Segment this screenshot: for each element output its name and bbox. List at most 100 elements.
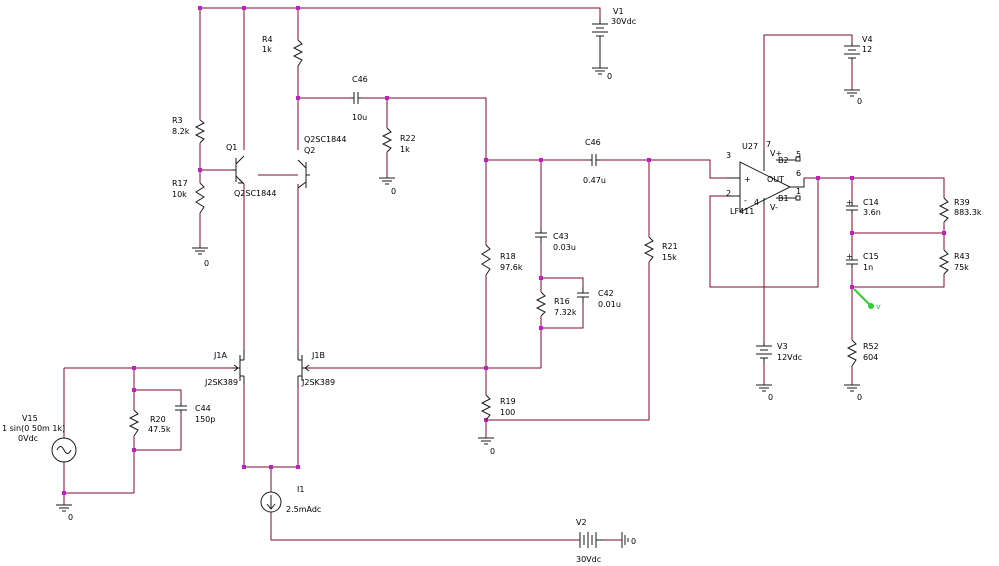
svg-text:R21: R21	[662, 242, 678, 251]
svg-text:7.32k: 7.32k	[554, 308, 577, 317]
gnd-r22: 0	[379, 177, 396, 196]
c46-top-capacitor[interactable]: C46 10u	[350, 75, 368, 122]
svg-text:U27: U27	[742, 142, 758, 151]
svg-text:C43: C43	[553, 232, 569, 241]
svg-text:2.5mAdc: 2.5mAdc	[286, 505, 321, 514]
svg-text:Q2SC1844: Q2SC1844	[304, 135, 346, 144]
i1-current-source[interactable]: I1 2.5mAdc	[260, 485, 321, 514]
r39-resistor[interactable]: R39 883.3k	[938, 197, 982, 223]
svg-text:+: +	[846, 252, 853, 261]
v15-sine-source[interactable]: V15 1 sin(0 50m 1k) 0Vdc	[2, 414, 77, 463]
gnd-v1: 0	[592, 58, 612, 81]
c14-capacitor[interactable]: + C14 3.6n	[846, 198, 881, 217]
svg-text:4: 4	[754, 198, 759, 207]
svg-text:R19: R19	[500, 397, 516, 406]
r20-resistor[interactable]: R20 47.5k	[128, 409, 171, 437]
svg-text:0: 0	[68, 513, 73, 522]
v1-battery[interactable]: V1 30Vdc	[592, 7, 636, 58]
svg-text:1 sin(0 50m 1k): 1 sin(0 50m 1k)	[2, 424, 65, 433]
r17-resistor[interactable]: R17 10k	[172, 179, 205, 214]
svg-text:V4: V4	[862, 35, 873, 44]
j1a-jfet[interactable]: J1A J2SK389	[204, 350, 245, 387]
svg-text:C46: C46	[352, 75, 368, 84]
svg-text:0Vdc: 0Vdc	[18, 434, 38, 443]
r52-resistor[interactable]: R52 604	[846, 339, 879, 367]
q1-npn-transistor[interactable]: Q1 Q2SC1844	[226, 143, 276, 198]
svg-text:6: 6	[796, 169, 801, 178]
svg-text:1: 1	[796, 187, 801, 196]
svg-text:J1B: J1B	[311, 351, 325, 360]
svg-text:0: 0	[607, 72, 612, 81]
svg-text:+: +	[744, 175, 751, 184]
r4-resistor[interactable]: R4 1k	[262, 35, 304, 67]
svg-text:12: 12	[862, 45, 872, 54]
v3-battery[interactable]: V3 12Vdc	[756, 342, 802, 364]
c46-mid-capacitor[interactable]: C46 0.47u	[583, 138, 606, 185]
svg-text:3.6n: 3.6n	[863, 208, 881, 217]
svg-text:R3: R3	[172, 116, 183, 125]
r22-resistor[interactable]: R22 1k	[381, 127, 416, 154]
gnd-v3: 0	[756, 384, 773, 402]
gnd-v15: 0	[56, 504, 73, 522]
c15-capacitor[interactable]: + C15 1n	[846, 252, 879, 272]
v4-battery[interactable]: V4 12	[844, 35, 873, 60]
wires	[63, 7, 945, 541]
svg-text:C42: C42	[598, 289, 614, 298]
svg-text:0.47u: 0.47u	[583, 176, 606, 185]
svg-text:B1: B1	[778, 194, 789, 203]
svg-text:R16: R16	[554, 297, 570, 306]
svg-text:7: 7	[766, 140, 771, 149]
svg-text:R4: R4	[262, 35, 273, 44]
svg-text:75k: 75k	[954, 263, 969, 272]
q2-npn-transistor[interactable]: Q2SC1844 Q2	[297, 135, 346, 189]
svg-text:B2: B2	[778, 156, 789, 165]
svg-text:0: 0	[631, 537, 636, 546]
svg-text:883.3k: 883.3k	[954, 208, 982, 217]
svg-text:0: 0	[857, 393, 862, 402]
svg-text:1k: 1k	[400, 145, 410, 154]
svg-text:0.03u: 0.03u	[553, 243, 576, 252]
svg-text:R17: R17	[172, 179, 188, 188]
j1b-jfet[interactable]: J1B J2SK389	[297, 350, 335, 387]
gnd-r17: 0	[192, 247, 209, 268]
svg-text:J2SK389: J2SK389	[301, 378, 335, 387]
svg-text:47.5k: 47.5k	[148, 425, 171, 434]
voltage-probe-marker[interactable]: v	[853, 288, 881, 311]
c42-capacitor[interactable]: C42 0.01u	[577, 287, 621, 309]
svg-text:Q1: Q1	[226, 143, 237, 152]
svg-text:I1: I1	[297, 485, 304, 494]
r16-resistor[interactable]: R16 7.32k	[535, 291, 577, 317]
svg-text:15k: 15k	[662, 253, 677, 262]
svg-text:1k: 1k	[262, 45, 272, 54]
c44-capacitor[interactable]: C44 150p	[175, 403, 215, 424]
svg-text:30Vdc: 30Vdc	[576, 555, 601, 564]
r19-resistor[interactable]: R19 100	[480, 394, 516, 421]
svg-text:C44: C44	[195, 404, 211, 413]
svg-text:R22: R22	[400, 134, 416, 143]
u27-opamp[interactable]: + - OUT V+ V- B2 B1 3 2 4 7 6 5 1 U27 LF…	[726, 140, 805, 216]
svg-text:C14: C14	[863, 198, 879, 207]
svg-text:Q2: Q2	[304, 146, 315, 155]
c43-capacitor[interactable]: C43 0.03u	[535, 227, 576, 252]
svg-text:R52: R52	[863, 342, 879, 351]
gnd-v4: 0	[844, 89, 862, 106]
svg-text:LF411: LF411	[730, 207, 754, 216]
svg-text:100: 100	[500, 408, 515, 417]
r18-resistor[interactable]: R18 97.6k	[481, 244, 523, 276]
svg-text:97.6k: 97.6k	[500, 263, 523, 272]
svg-text:604: 604	[863, 353, 878, 362]
r43-resistor[interactable]: R43 75k	[938, 249, 970, 275]
r21-resistor[interactable]: R21 15k	[643, 236, 678, 263]
svg-text:0: 0	[490, 447, 495, 456]
r3-resistor[interactable]: R3 8.2k	[172, 116, 206, 144]
gnd-v2: 0	[621, 532, 636, 548]
v2-battery[interactable]: V2 30Vdc	[576, 518, 604, 564]
svg-text:V1: V1	[613, 7, 624, 16]
svg-text:R20: R20	[150, 415, 166, 424]
svg-text:V-: V-	[770, 203, 778, 212]
svg-text:V+: V+	[770, 149, 782, 158]
svg-text:V2: V2	[576, 518, 587, 527]
svg-text:V15: V15	[22, 414, 38, 423]
svg-text:8.2k: 8.2k	[172, 127, 190, 136]
